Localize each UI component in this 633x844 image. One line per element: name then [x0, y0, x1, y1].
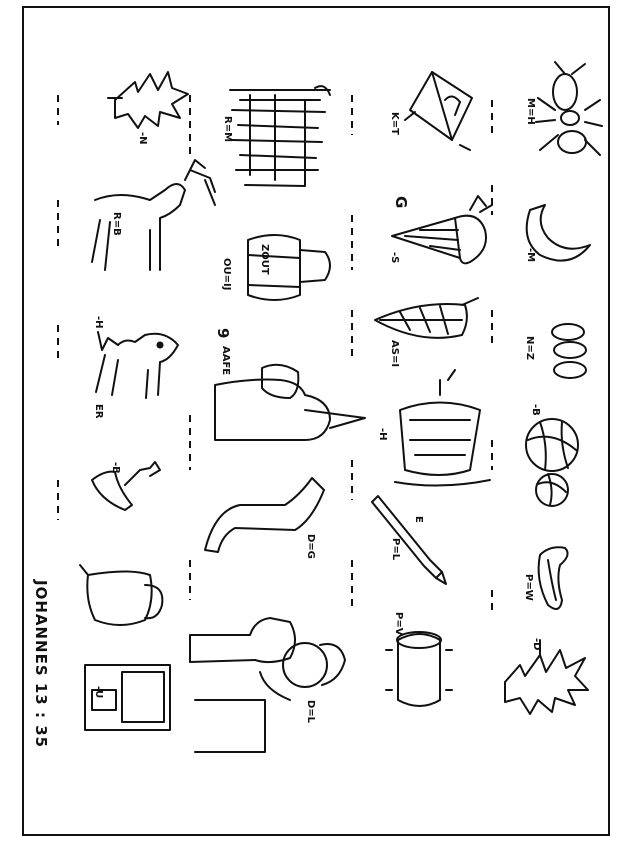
clue-moon: -M: [525, 248, 536, 262]
moon-drawing: [525, 204, 591, 262]
clue-pen-top: E: [413, 516, 424, 523]
balls-drawing: [525, 418, 579, 507]
salt-tin-drawing: [247, 234, 331, 301]
clue-window: -U: [93, 686, 104, 698]
feather-drawing: [374, 297, 479, 339]
bible-reference: JOHANNES 13 : 35: [32, 579, 50, 748]
deer-drawing: [91, 159, 216, 271]
ice-cream-drawing: [391, 195, 493, 265]
clue-salt-tin: OU=IJ: [221, 258, 232, 290]
clue-hat: P=W: [523, 574, 534, 601]
clue-doctor: D=L: [305, 700, 316, 724]
clue-man: AAFE: [220, 346, 231, 375]
clue-bell: -B: [110, 462, 121, 474]
clue-leg: D=G: [305, 534, 316, 559]
clue-deer: R=B: [111, 212, 122, 236]
clue-tent: K=T: [389, 112, 400, 135]
clue-man-number: 9: [214, 328, 232, 339]
clue-ant: M=H: [525, 98, 536, 125]
dog-drawing: [95, 331, 179, 399]
clue-tree-bottom: -D: [531, 638, 542, 650]
pen-drawing: [371, 495, 447, 585]
hat-drawing: [537, 546, 569, 610]
clue-pen: P=L: [390, 538, 401, 561]
separator-lines: [57, 95, 493, 615]
jug-drawing: [79, 564, 164, 626]
tree-bottom-drawing: [504, 639, 589, 715]
ant-drawing: [535, 61, 603, 156]
zeros-drawing: [551, 323, 587, 379]
clue-balls: -B: [530, 404, 541, 416]
clue-feather: AS=I: [389, 340, 400, 367]
tent-drawing: [404, 71, 473, 151]
clue-dog-top: -H: [93, 316, 104, 329]
cooking-pot-drawing: [385, 631, 453, 707]
clue-zeros: N=Z: [524, 336, 535, 360]
leg-drawing: [204, 477, 325, 553]
soldiers-drawing: [229, 85, 331, 187]
salt-tin-word: ZOUT: [259, 244, 270, 275]
clue-ice-cream-letter: G: [392, 196, 410, 209]
clue-ship: -H: [377, 428, 388, 441]
ship-drawing: [394, 369, 491, 487]
clue-soldiers: R=M: [222, 116, 233, 142]
clue-ice-cream: -S: [389, 252, 400, 263]
clue-dog-bottom: ER: [93, 404, 104, 419]
man-drawing: [214, 363, 366, 441]
clue-cooking-pot: P=V: [393, 612, 404, 636]
doctor-drawing: [189, 617, 346, 753]
tree-top-drawing: [107, 71, 189, 129]
puzzle-sheet: [22, 6, 610, 836]
bell-drawing: [91, 461, 161, 511]
clue-tree-top: -N: [137, 132, 148, 145]
window-drawing: [84, 664, 171, 731]
